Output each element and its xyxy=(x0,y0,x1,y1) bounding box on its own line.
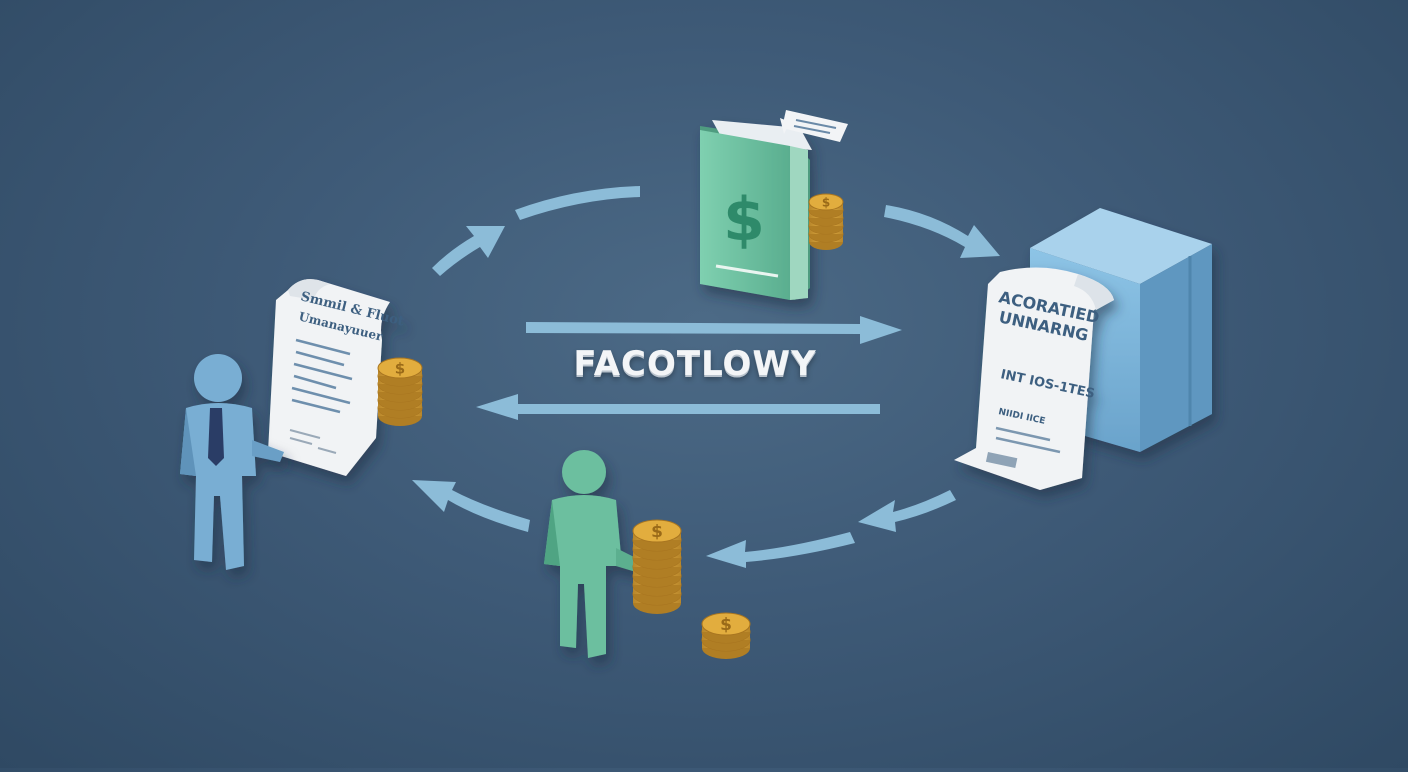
book-dollar-symbol: $ xyxy=(723,185,765,255)
arrow-bottom-center xyxy=(706,532,855,568)
coin-face xyxy=(377,357,423,379)
cash-book-icon: $ xyxy=(700,120,812,300)
arrow-center-left xyxy=(476,394,880,420)
invoice-document-icon: Smmil & Fluot Umanayuuer xyxy=(268,279,405,476)
coin-dollar-symbol: $ xyxy=(822,195,830,209)
arrow-lower-right xyxy=(858,490,956,532)
coin-stack-icon: $ xyxy=(808,193,844,250)
business-person-icon xyxy=(180,354,284,570)
coin-face xyxy=(808,193,844,211)
coin-dollar-symbol: $ xyxy=(395,360,405,378)
arrow-upper-left xyxy=(432,226,505,276)
coin-dollar-symbol: $ xyxy=(720,615,732,635)
arrow-top-right xyxy=(884,205,1000,258)
coin-stack-icon: $ xyxy=(701,612,751,659)
receipt-note-icon xyxy=(780,110,848,142)
diagram-title: FACOTLOWY xyxy=(573,344,817,384)
coin-face xyxy=(701,612,751,636)
arrow-center-right xyxy=(526,316,902,344)
invoice-document-icon: ACORATIED UNNARNG INT IOS-1TES NIIDI IIC… xyxy=(954,267,1114,490)
left-doc-text-lines xyxy=(291,338,353,414)
coin-face xyxy=(632,519,682,543)
coin-stack-icon: $ xyxy=(632,519,682,614)
barcode-icon xyxy=(985,452,1018,469)
coin-stack-icon: $ xyxy=(377,357,423,426)
arrow-lower-left xyxy=(412,480,530,532)
coin-dollar-symbol: $ xyxy=(651,522,663,542)
cycle-arrow-icon xyxy=(412,186,1000,568)
arrow-top-left-segment xyxy=(515,186,640,220)
customer-person-icon xyxy=(544,450,640,658)
